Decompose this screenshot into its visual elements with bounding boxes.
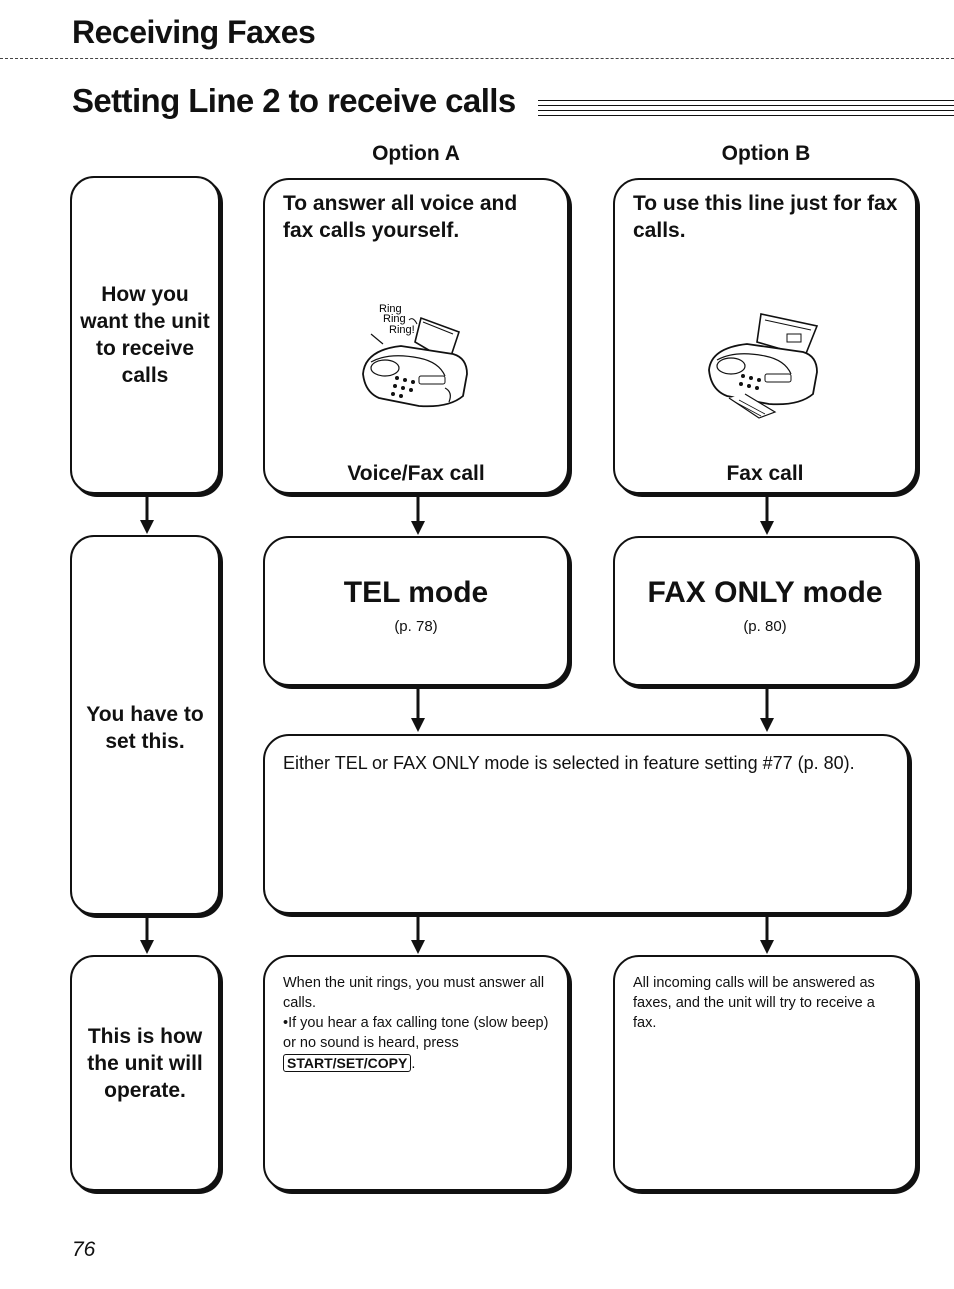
fax-only-mode-box: FAX ONLY mode (p. 80)	[613, 536, 917, 686]
option-b-label: Option B	[721, 142, 811, 165]
option-a-operation: When the unit rings, you must answer all…	[283, 973, 549, 1074]
fax-only-mode-title: FAX ONLY mode	[647, 576, 883, 609]
row-label-how-text: How you want the unit to receive calls	[80, 283, 210, 387]
row-label-operate: This is how the unit will operate.	[70, 955, 220, 1191]
start-set-copy-key: START/SET/COPY	[283, 1054, 412, 1072]
row-label-set-text: You have to set this.	[86, 703, 204, 753]
setting-note-text: Either TEL or FAX ONLY mode is selected …	[283, 753, 855, 773]
row-label-how: How you want the unit to receive calls	[70, 176, 220, 494]
title-rule	[538, 100, 954, 101]
option-b-operation-text: All incoming calls will be answered as f…	[633, 975, 875, 1031]
option-b-description: To use this line just for fax calls.	[633, 192, 898, 242]
arrow-down-icon	[760, 688, 774, 732]
page-title: Setting Line 2 to receive calls	[72, 82, 516, 119]
arrow-down-icon	[411, 688, 425, 732]
tel-mode-title: TEL mode	[343, 576, 489, 609]
fax-only-mode-page-ref: (p. 80)	[743, 618, 787, 635]
ring-text-1: Ring	[379, 303, 402, 315]
arrow-down-icon	[411, 495, 425, 535]
header-divider	[0, 58, 954, 59]
tel-mode-page-ref: (p. 78)	[394, 618, 438, 635]
fax-machine-icon	[708, 313, 819, 419]
title-rule	[538, 105, 954, 106]
page-number: 76	[72, 1238, 96, 1261]
row-label-set: You have to set this.	[70, 535, 220, 915]
title-rule	[538, 110, 954, 111]
arrow-down-icon	[760, 914, 774, 954]
title-rule	[538, 115, 954, 116]
arrow-down-icon	[760, 495, 774, 535]
ring-text-3: Ring!	[389, 324, 415, 336]
option-b-card: To use this line just for fax calls. Fax…	[613, 178, 917, 494]
option-a-operation-bullet: •If you hear a fax calling tone (slow be…	[283, 1015, 549, 1072]
option-b-caption: Fax call	[726, 462, 804, 485]
tel-mode-box: TEL mode (p. 78)	[263, 536, 569, 686]
arrow-down-icon	[140, 494, 154, 534]
option-a-operation-box: When the unit rings, you must answer all…	[263, 955, 569, 1191]
row-label-operate-text: This is how the unit will operate.	[87, 1024, 203, 1102]
option-a-description: To answer all voice and fax calls yourse…	[283, 192, 518, 242]
arrow-down-icon	[140, 914, 154, 954]
option-a-label: Option A	[372, 142, 460, 165]
option-a-card: To answer all voice and fax calls yourse…	[263, 178, 569, 494]
option-b-operation-box: All incoming calls will be answered as f…	[613, 955, 917, 1191]
option-a-operation-text: When the unit rings, you must answer all…	[283, 975, 545, 1011]
option-a-bullet-text: If you hear a fax calling tone (slow bee…	[283, 1015, 549, 1051]
setting-note-box: Either TEL or FAX ONLY mode is selected …	[263, 734, 909, 914]
section-heading: Receiving Faxes	[72, 14, 316, 50]
option-a-caption: Voice/Fax call	[347, 462, 485, 485]
arrow-down-icon	[411, 914, 425, 954]
ring-text-2: Ring	[383, 313, 406, 325]
fax-machine-icon: Ring Ring Ring!	[362, 303, 468, 408]
